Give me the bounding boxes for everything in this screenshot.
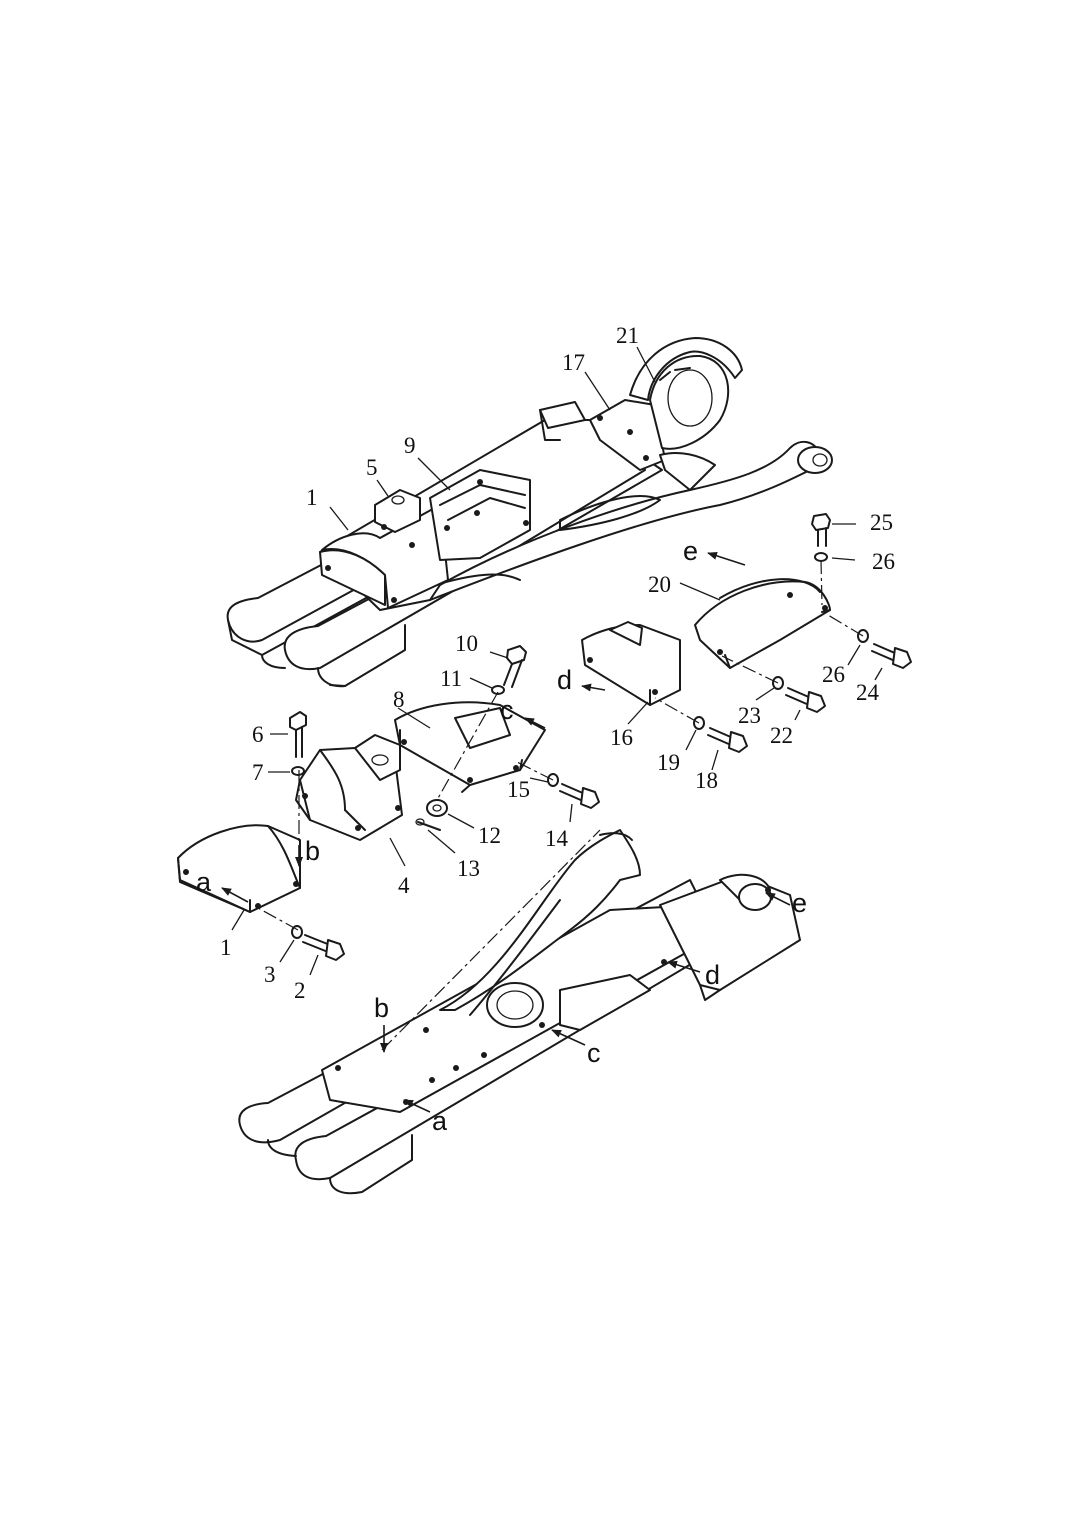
nut-part-12 — [426, 799, 448, 817]
washer-part-11 — [491, 685, 505, 695]
reference-letter-labels: a a b b c c d d e e — [196, 536, 807, 1136]
leader-lines — [231, 346, 883, 976]
pin-part-13 — [415, 818, 441, 831]
bolt-part-22 — [785, 687, 826, 713]
washer-part-3 — [291, 925, 303, 939]
assembly-center-lines — [257, 559, 864, 1051]
middle-cover-part-8 — [394, 701, 546, 793]
ref-letter-c-part: c — [500, 695, 514, 725]
label-part-21: 21 — [616, 323, 639, 348]
bolt-part-25 — [811, 513, 831, 547]
front-cover-part-1 — [177, 824, 301, 913]
label-part-22: 22 — [770, 723, 793, 748]
ref-letter-e-frame: e — [792, 888, 807, 918]
ref-letter-c-frame: c — [587, 1038, 601, 1068]
label-part-16: 16 — [610, 725, 633, 750]
label-part-10: 10 — [455, 631, 478, 656]
label-part-18: 18 — [695, 768, 718, 793]
part-number-labels: 1 1 2 3 4 5 6 7 8 9 10 11 12 13 14 15 16… — [220, 323, 895, 1003]
label-part-7: 7 — [252, 760, 264, 785]
label-part-3: 3 — [264, 962, 276, 987]
bolt-part-14 — [559, 783, 600, 809]
label-part-23: 23 — [738, 703, 761, 728]
reference-arrows — [221, 551, 791, 1113]
label-part-6: 6 — [252, 722, 264, 747]
label-part-13: 13 — [457, 856, 480, 881]
label-part-14: 14 — [545, 826, 569, 851]
label-part-1-lower: 1 — [220, 935, 232, 960]
washer-part-7 — [291, 766, 305, 776]
ref-letter-b-part: b — [305, 836, 320, 866]
guard-part-20 — [694, 578, 831, 669]
bolt-part-18 — [707, 727, 748, 753]
bolt-part-24 — [871, 643, 912, 669]
cover-part-16 — [581, 621, 681, 706]
bolt-part-6 — [289, 711, 307, 758]
bolt-part-2 — [302, 934, 345, 961]
label-part-1-upper: 1 — [306, 485, 318, 510]
washer-part-26-upper — [814, 552, 828, 562]
label-part-4: 4 — [398, 873, 410, 898]
label-part-8: 8 — [393, 687, 405, 712]
label-part-24: 24 — [856, 680, 880, 705]
label-part-19: 19 — [657, 750, 680, 775]
ref-letter-a-part: a — [196, 867, 212, 897]
upper-track-frame-assembly — [226, 337, 833, 688]
ref-letter-d-frame: d — [705, 960, 720, 990]
label-part-2: 2 — [294, 978, 306, 1003]
bolt-part-10 — [503, 645, 527, 688]
label-part-20: 20 — [648, 572, 671, 597]
label-part-11: 11 — [440, 666, 462, 691]
label-part-5: 5 — [366, 455, 378, 480]
bracket-part-4 — [295, 734, 403, 841]
label-part-25: 25 — [870, 510, 893, 535]
ref-letter-e-part: e — [683, 536, 698, 566]
label-part-17: 17 — [562, 350, 585, 375]
ref-letter-a-frame: a — [432, 1106, 448, 1136]
ref-letter-b-frame: b — [374, 993, 389, 1023]
label-part-15: 15 — [507, 777, 530, 802]
ref-letter-d-part: d — [557, 665, 572, 695]
lower-track-frame — [238, 829, 801, 1195]
label-part-26-lower: 26 — [822, 662, 845, 687]
label-part-26-upper: 26 — [872, 549, 895, 574]
label-part-12: 12 — [478, 823, 501, 848]
label-part-9: 9 — [404, 433, 416, 458]
